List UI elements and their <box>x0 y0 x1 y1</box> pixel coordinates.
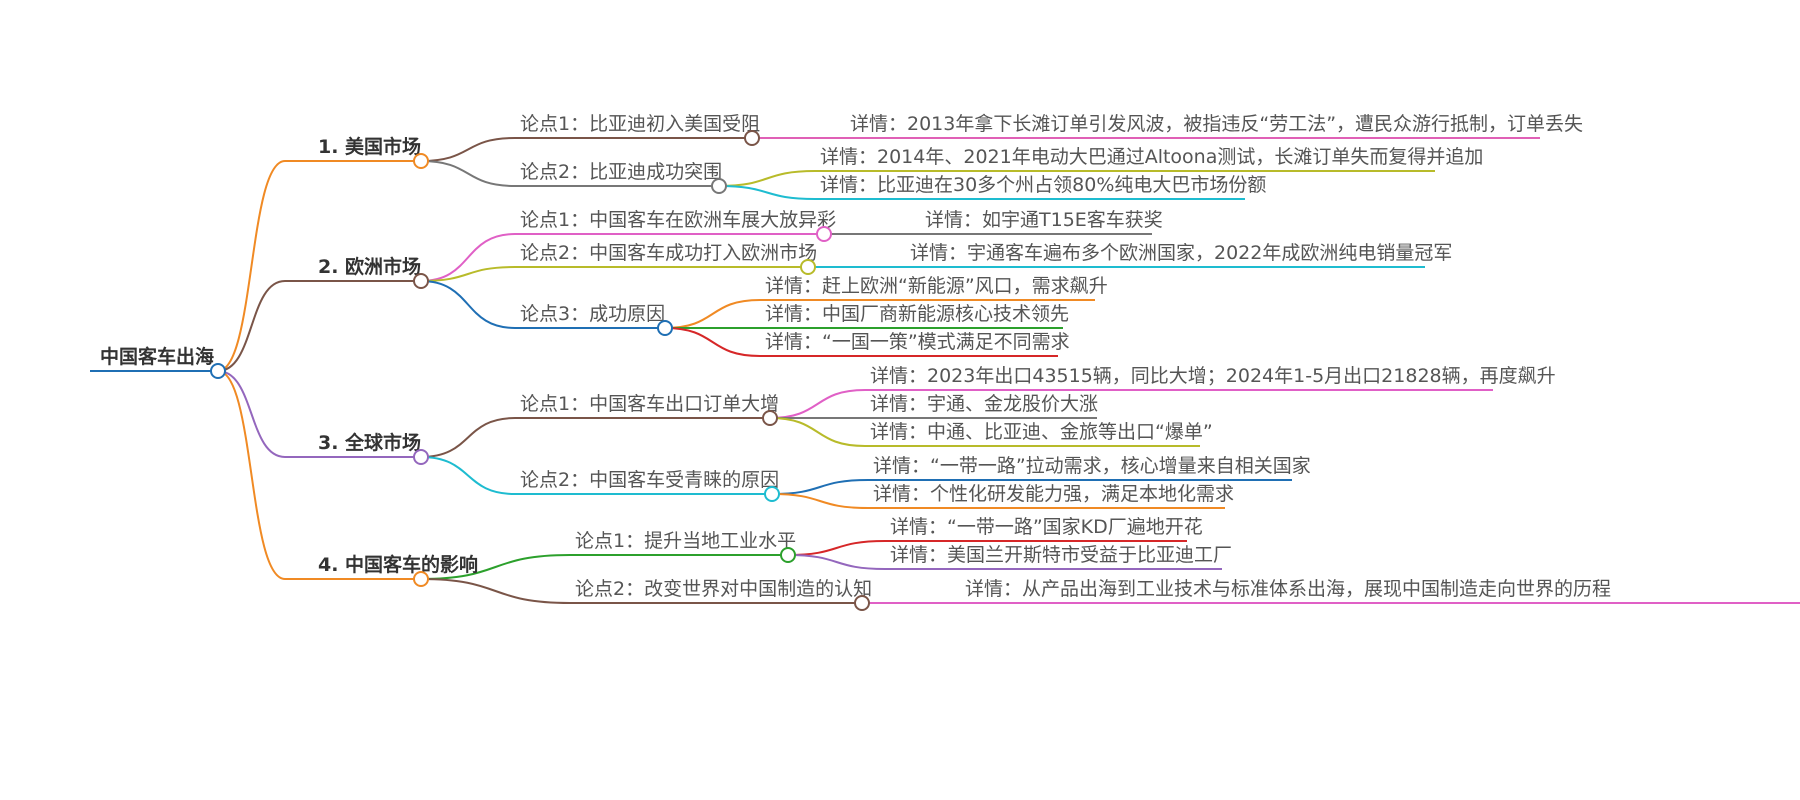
point-connector <box>420 160 516 187</box>
point-connector <box>420 137 516 162</box>
root-collapse-knob[interactable] <box>210 363 226 379</box>
branch-collapse-knob[interactable] <box>413 571 429 587</box>
detail-connector <box>771 493 869 509</box>
detail-topic: 详情：赶上欧洲“新能源”风口，需求飙升 <box>765 275 1108 297</box>
point-topic: 论点1：提升当地工业水平 <box>575 530 796 552</box>
branch-connector <box>217 370 286 580</box>
detail-connector <box>718 185 816 200</box>
point-collapse-knob[interactable] <box>744 130 760 146</box>
detail-topic: 详情：2023年出口43515辆，同比大增；2024年1-5月出口21828辆，… <box>870 365 1556 387</box>
point-connector <box>420 233 516 282</box>
point-collapse-knob[interactable] <box>711 178 727 194</box>
branch-topic: 4. 中国客车的影响 <box>318 553 478 576</box>
detail-connector <box>769 389 866 419</box>
detail-connector <box>787 554 886 570</box>
point-connector <box>420 456 516 495</box>
detail-connector <box>718 170 816 187</box>
detail-topic: 详情：2013年拿下长滩订单引发风波，被指违反“劳工法”，遭民众游行抵制，订单丢… <box>850 112 1583 135</box>
point-connector <box>420 266 516 282</box>
detail-topic: 详情：从产品出海到工业技术与标准体系出海，展现中国制造走向世界的历程 <box>965 578 1611 600</box>
branch-collapse-knob[interactable] <box>413 273 429 289</box>
detail-topic: 详情：美国兰开斯特市受益于比亚迪工厂 <box>890 544 1232 566</box>
branch-topic: 3. 全球市场 <box>318 431 421 454</box>
point-connector <box>420 280 516 329</box>
branch-connector <box>217 160 286 372</box>
branch-connector <box>217 280 286 372</box>
point-collapse-knob[interactable] <box>780 547 796 563</box>
detail-connector <box>787 540 886 556</box>
point-topic: 论点3：成功原因 <box>520 303 665 325</box>
point-topic: 论点2：中国客车成功打入欧洲市场 <box>520 242 817 264</box>
point-connector <box>420 554 571 580</box>
detail-connector <box>664 299 761 329</box>
point-topic: 论点1：中国客车出口订单大增 <box>520 393 779 415</box>
detail-topic: 详情：个性化研发能力强，满足本地化需求 <box>873 483 1234 505</box>
detail-topic: 详情：“一带一路”拉动需求，核心增量来自相关国家 <box>873 455 1311 477</box>
detail-topic: 详情：中国厂商新能源核心技术领先 <box>765 303 1069 325</box>
detail-topic: 详情：中通、比亚迪、金旅等出口“爆单” <box>870 421 1213 443</box>
point-connector <box>420 417 516 458</box>
detail-topic: 详情：比亚迪在30多个州占领80%纯电大巴市场份额 <box>820 174 1266 196</box>
detail-topic: 详情：宇通、金龙股价大涨 <box>870 393 1098 415</box>
point-collapse-knob[interactable] <box>764 486 780 502</box>
point-topic: 论点2：比亚迪成功突围 <box>520 161 722 183</box>
point-collapse-knob[interactable] <box>762 410 778 426</box>
root-topic: 中国客车出海 <box>100 345 214 368</box>
underline-layer <box>90 137 1800 604</box>
point-topic: 论点2：中国客车受青睐的原因 <box>520 469 779 491</box>
detail-topic: 详情：如宇通T15E客车获奖 <box>925 209 1163 231</box>
branch-connector <box>217 370 286 458</box>
point-collapse-knob[interactable] <box>854 595 870 611</box>
detail-connector <box>771 479 869 495</box>
point-collapse-knob[interactable] <box>657 320 673 336</box>
branch-topic: 2. 欧洲市场 <box>318 255 421 278</box>
point-topic: 论点2：改变世界对中国制造的认知 <box>575 578 872 600</box>
point-collapse-knob[interactable] <box>800 259 816 275</box>
branch-topic: 1. 美国市场 <box>318 135 421 158</box>
connector-layer <box>217 136 960 604</box>
detail-connector <box>769 417 866 447</box>
branch-collapse-knob[interactable] <box>413 449 429 465</box>
branch-collapse-knob[interactable] <box>413 153 429 169</box>
point-connector <box>420 578 571 604</box>
detail-topic: 详情：“一国一策”模式满足不同需求 <box>765 331 1070 353</box>
point-collapse-knob[interactable] <box>816 226 832 242</box>
detail-connector <box>664 327 761 357</box>
detail-topic: 详情：宇通客车遍布多个欧洲国家，2022年成欧洲纯电销量冠军 <box>910 242 1452 264</box>
point-topic: 论点1：比亚迪初入美国受阻 <box>520 113 760 135</box>
detail-topic: 详情：“一带一路”国家KD厂遍地开花 <box>890 516 1203 538</box>
point-topic: 论点1：中国客车在欧洲车展大放异彩 <box>520 209 836 231</box>
detail-topic: 详情：2014年、2021年电动大巴通过Altoona测试，长滩订单失而复得并追… <box>820 146 1483 168</box>
knob-layer <box>210 130 870 611</box>
